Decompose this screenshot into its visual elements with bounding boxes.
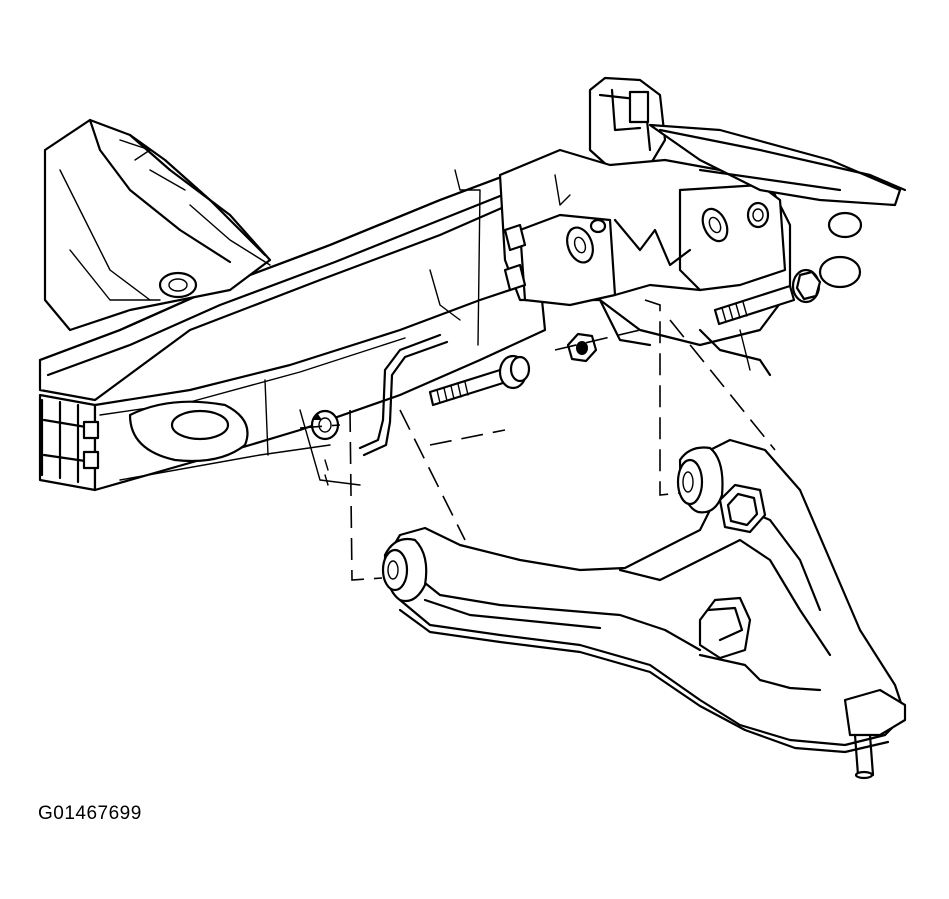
lower-control-arm: [381, 438, 907, 780]
rear-cam-bolt: [713, 268, 822, 326]
crossmember: [43, 118, 272, 332]
figure-reference-code: G01467699: [38, 803, 142, 824]
front-cam-bolt: [428, 354, 531, 407]
brake-line: [358, 333, 449, 457]
frame-detail-lines: [324, 169, 571, 486]
control-arm-bracket: [498, 76, 907, 377]
alignment-guides: [299, 299, 776, 581]
frame-rail: [38, 158, 562, 492]
middle-nut: [566, 332, 598, 363]
